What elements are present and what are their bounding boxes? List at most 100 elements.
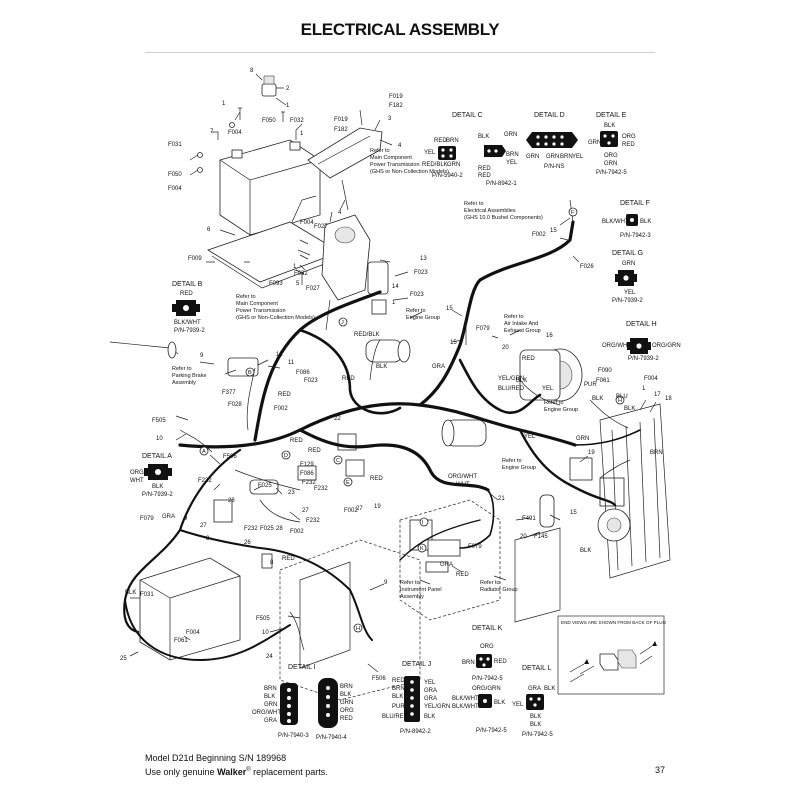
svg-text:BLK: BLK [478,134,489,140]
svg-text:DETAIL A: DETAIL A [142,453,172,460]
callout-15: 15 [446,306,453,312]
genuine-parts-line: Use only genuine Walker® replacement par… [145,767,328,777]
svg-text:GRN: GRN [604,161,617,167]
callout-4: 4 [338,210,342,216]
wire-label-red-blk: RED/BLK [354,332,380,338]
callout-4: 4 [398,143,402,149]
callout-f061: F061 [596,378,610,384]
wire-color-labels: RED BLK GRA RED/BLK RED RED RED RED GRA … [125,332,663,596]
callout-f090: F090 [598,368,612,374]
svg-text:BLK: BLK [264,694,275,700]
callout-f032: F032 [290,118,304,124]
lead-wires [179,199,631,651]
callout-f025: F025 [258,483,272,489]
svg-text:WHT: WHT [130,478,144,484]
svg-text:YEL: YEL [624,290,636,296]
callout-f182: F182 [389,103,403,109]
svg-text:DETAIL J: DETAIL J [402,661,431,668]
callout-f093: F093 [269,281,283,287]
wire-label-blk: BLK [580,548,591,554]
callout-f050: F050 [262,118,276,124]
callout-1: 1 [392,300,396,306]
svg-text:GRN: GRN [504,132,517,138]
svg-text:GRN: GRN [340,700,353,706]
svg-text:BLK: BLK [152,484,163,490]
wire-label-gra: GRA [440,562,453,568]
callout-17: 17 [654,392,661,398]
svg-text:P/N-8942-1: P/N-8942-1 [486,181,517,187]
svg-text:BLK: BLK [544,686,555,692]
callout-1: 1 [293,264,297,270]
callout-9: 9 [200,353,204,359]
callout-19: 19 [588,450,595,456]
detail-d: DETAIL D GRN GRN BRN YEL P/N-NS [526,112,584,170]
callout-f026: F026 [580,264,594,270]
svg-text:P/N-7942-3: P/N-7942-3 [620,233,651,239]
svg-text:DETAIL I: DETAIL I [288,664,316,671]
callout-f004: F004 [168,186,182,192]
svg-text:DETAIL L: DETAIL L [522,665,552,672]
callout-28: 28 [228,498,235,504]
end-views-note-box: END VIEWS ARE SHOWN FROM BACK OF PLUG [557,615,667,695]
svg-text:BRN: BRN [392,686,405,692]
callout-f232: F232 [244,526,258,532]
callout-10: 10 [262,630,269,636]
callout-18: 18 [665,396,672,402]
svg-text:DETAIL E: DETAIL E [596,112,627,119]
wire-label-red: RED [278,392,291,398]
callout-21: 21 [498,496,505,502]
svg-text:DETAIL G: DETAIL G [612,250,643,257]
svg-text:BRN: BRN [340,684,353,690]
callout-f027: F027 [306,286,320,292]
svg-text:P/N-7939-2: P/N-7939-2 [174,328,205,334]
wire-label-blk: BLK [592,396,603,402]
svg-text:BLK: BLK [424,714,435,720]
svg-text:RED: RED [180,291,193,297]
svg-text:BRN: BRN [446,138,459,144]
svg-text:BRN: BRN [462,660,475,666]
callout-f004: F004 [186,630,200,636]
title-rule [145,52,655,53]
wire-label-red: RED [342,376,355,382]
callout-f023: F023 [414,270,428,276]
svg-text:ORG: ORG [340,708,354,714]
callout-f019: F019 [389,94,403,100]
detail-h: DETAIL H ORG/WHT ORG/GRN P/N-7939-2 [602,321,681,362]
wire-label-yel-grn: YEL/GRN [498,376,524,382]
svg-text:ORG: ORG [622,134,636,140]
wire-label-org: ORG/WHT [448,474,477,480]
engine-parts [441,348,671,623]
callout-13: 13 [420,256,427,262]
svg-text:PUR: PUR [392,704,405,710]
svg-text:P/N-7939-2: P/N-7939-2 [628,356,659,362]
wire-label-yel: YEL [542,386,554,392]
callout-f506: F506 [372,676,386,682]
svg-text:P/N-7942-5: P/N-7942-5 [522,732,553,738]
svg-text:YEL: YEL [424,680,436,686]
callout-20: 20 [502,345,509,351]
svg-text:YEL: YEL [572,154,584,160]
detail-c: DETAIL C RED BRN YEL RED/BLK GRN P/N-594… [422,112,519,187]
callout-12: 12 [276,352,283,358]
svg-text:DETAIL K: DETAIL K [472,625,503,632]
callout-f505: F505 [256,616,270,622]
wire-label-yel: YEL [524,434,536,440]
callout-numbers: 2 1 8 1 F050 F004 7 F032 1 F031 F050 F00… [120,68,672,682]
svg-text:C: C [336,458,340,464]
svg-text:P/N-8942-2: P/N-8942-2 [400,729,431,735]
svg-text:ORG/GRN: ORG/GRN [652,343,681,349]
wire-label-blk: BLK [376,364,387,370]
detail-j: DETAIL J RED BRN BLK PUR BLU/RED YEL GRA… [382,661,450,735]
callout-19: 19 [374,504,381,510]
svg-text:BLK: BLK [604,123,615,129]
callout-f086: F086 [296,370,310,376]
detail-b: DETAIL B RED BLK/WHT P/N-7939-2 [172,281,205,334]
callout-f025: F025 [260,526,274,532]
callout-f079: F079 [468,544,482,550]
wire-label-wht: WHT [456,482,470,488]
